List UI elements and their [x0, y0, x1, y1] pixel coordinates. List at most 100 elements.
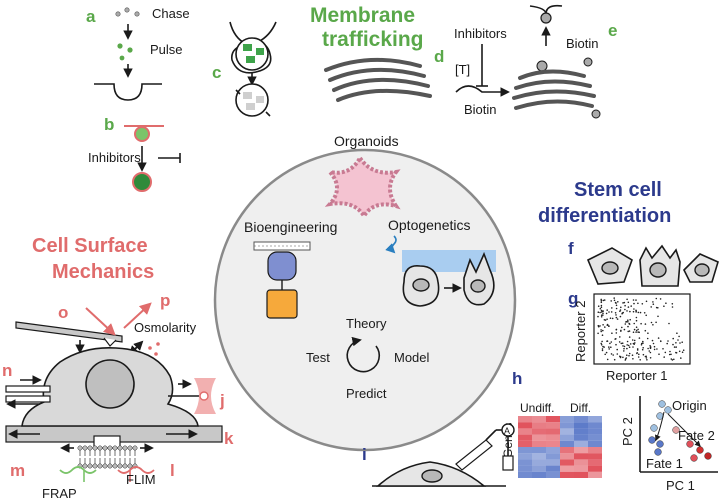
lipid-head — [107, 463, 113, 469]
scatter-point — [637, 311, 640, 314]
scatter-point — [655, 306, 658, 309]
heatmap-cell — [532, 465, 546, 472]
optogenetics-label: Optogenetics — [388, 217, 471, 233]
scatter-point — [615, 332, 618, 334]
scatter-point — [597, 311, 600, 314]
scatter-point — [615, 307, 618, 310]
scatter-point — [667, 340, 669, 342]
scatter-point — [619, 336, 621, 338]
scatter-point — [624, 323, 627, 325]
heatmap-cell — [560, 465, 574, 472]
scatter-point — [681, 341, 683, 344]
scatter-point — [611, 317, 614, 320]
scatter-point — [641, 303, 644, 305]
membrane-trafficking-title-1: Membrane — [310, 4, 415, 27]
scatter-point — [615, 316, 618, 319]
scatter-point — [606, 309, 608, 311]
lipid-head — [112, 463, 118, 469]
scatter-point — [622, 311, 624, 314]
scatter-point — [619, 309, 622, 311]
lipid-head — [112, 445, 118, 451]
heatmap-cell — [518, 440, 532, 447]
organoid-shape — [324, 154, 401, 220]
membrane-trafficking-title-2: trafficking — [322, 28, 424, 51]
scatter-point — [599, 307, 602, 310]
scatter-point — [597, 305, 600, 308]
scatter-point — [628, 330, 631, 332]
scatter-point — [620, 306, 622, 309]
heatmap-cell — [560, 428, 574, 435]
heatmap-cell — [574, 416, 588, 423]
bioengineering-icon — [253, 241, 311, 319]
scatter-point — [602, 312, 604, 315]
cycle-theory: Theory — [346, 316, 387, 331]
scatter-point — [652, 342, 655, 345]
scatter-point — [681, 351, 684, 354]
bioengineering-label: Bioengineering — [244, 219, 337, 235]
panel-b-inhibitors: Inhibitors — [88, 150, 141, 165]
lipid-head — [122, 445, 128, 451]
scatter-point — [650, 306, 652, 308]
heatmap-cell — [532, 459, 546, 466]
scatter-point — [671, 359, 674, 361]
scatter-point — [624, 304, 626, 307]
heatmap-cell — [574, 459, 588, 466]
panel-d-inhibitors: Inhibitors — [454, 26, 507, 41]
scatter-point — [640, 322, 642, 325]
lipid-head — [107, 445, 113, 451]
scatter-point — [620, 330, 622, 332]
panel-letter-k: k — [224, 429, 234, 448]
scatter-point — [629, 310, 631, 313]
lipid-head — [102, 445, 108, 451]
scatter-point — [620, 342, 623, 345]
scatter-point — [655, 297, 658, 300]
panel-g-xlabel: Reporter 1 — [606, 368, 667, 383]
golgi-right — [512, 57, 601, 119]
panel-letter-h: h — [512, 369, 522, 388]
scatter-point — [606, 323, 609, 326]
scatter-point — [649, 351, 652, 354]
scatter-point — [637, 356, 640, 358]
scatter-point — [597, 332, 599, 335]
scatter-point — [635, 329, 638, 332]
lipid-head — [97, 463, 103, 469]
scatter-point — [675, 346, 677, 348]
scatter-point — [680, 357, 682, 359]
heatmap-cell — [560, 459, 574, 466]
heatmap-cell — [560, 453, 574, 460]
heatmap-cell — [546, 422, 560, 429]
lipid-head — [82, 463, 88, 469]
scatter-point — [597, 325, 600, 328]
scatter-point — [623, 301, 626, 304]
scatter-point — [613, 297, 615, 299]
cell-surface-title-2: Mechanics — [52, 261, 154, 283]
scatter-point — [645, 314, 647, 317]
scatter-point — [673, 346, 676, 348]
scatter-point — [651, 339, 654, 342]
scatter-point — [633, 302, 635, 305]
scatter-point — [635, 311, 637, 313]
center-circle — [213, 148, 517, 452]
scatter-point — [656, 348, 658, 350]
scatter-point — [637, 331, 639, 333]
scatter-point — [675, 351, 677, 354]
scatter-point — [639, 311, 642, 314]
lipid-head — [92, 463, 98, 469]
scatter-point — [658, 353, 660, 356]
scatter-point — [682, 349, 685, 352]
optogenetics-icon — [385, 235, 496, 307]
scatter-point — [665, 302, 667, 305]
heatmap-cell — [546, 440, 560, 447]
heatmap-cell — [546, 447, 560, 454]
scatter-point — [659, 340, 662, 342]
scatter-point — [601, 340, 603, 343]
scatter-point — [602, 329, 604, 332]
scatter-point — [618, 341, 621, 343]
scatter-point — [628, 354, 630, 357]
scatter-point — [657, 315, 659, 318]
scatter-point — [613, 358, 616, 361]
scatter-point — [646, 337, 649, 340]
scatter-point — [638, 337, 641, 339]
scatter-point — [672, 337, 674, 340]
